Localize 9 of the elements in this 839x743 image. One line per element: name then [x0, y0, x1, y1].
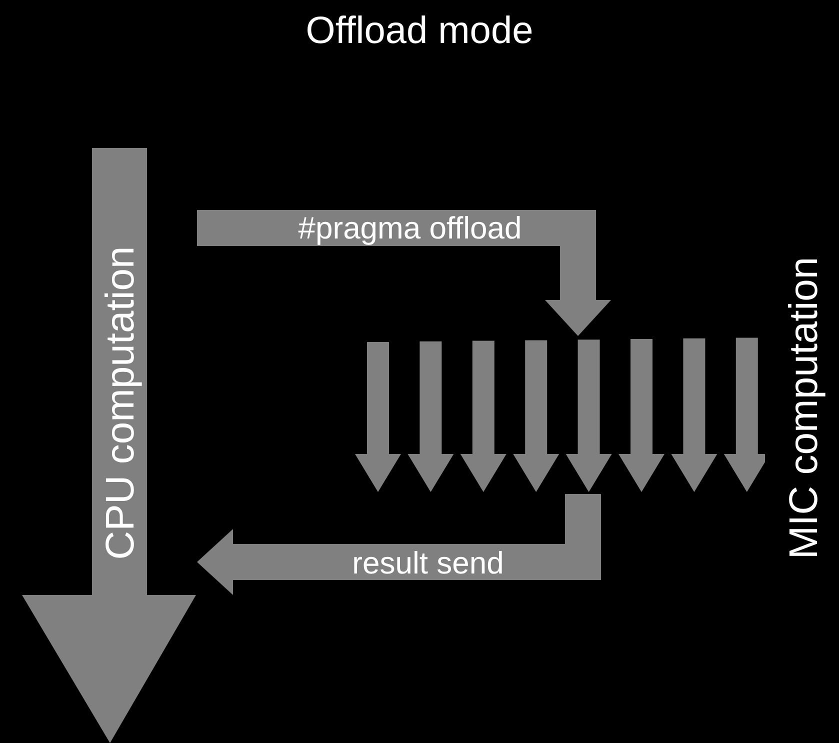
large-down-arrow — [22, 148, 197, 743]
arrow — [197, 494, 601, 595]
edge-label: #pragma offload — [298, 212, 522, 244]
parallel-arrows-drawing — [355, 336, 765, 494]
side-label: MIC computation — [784, 256, 824, 560]
arrow — [197, 210, 611, 336]
node-label: CPU computation — [100, 246, 140, 560]
diagram-title: Offload mode — [304, 10, 534, 53]
edge-label: result send — [352, 548, 504, 578]
